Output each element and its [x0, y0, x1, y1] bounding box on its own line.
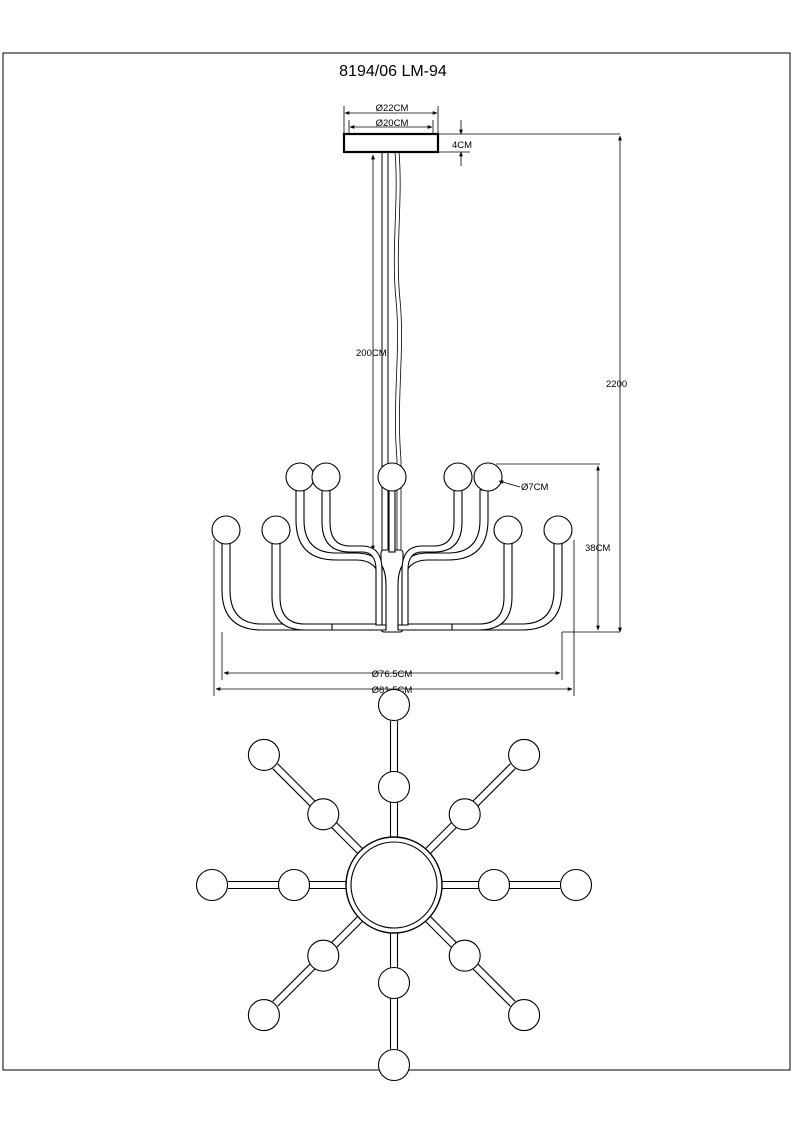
bulb: [307, 798, 340, 831]
side-elevation: Ø22CM Ø20CM 4CM 200CM 2200: [211, 103, 627, 696]
bulb: [247, 999, 280, 1032]
bulb: [448, 939, 481, 972]
drawing-title: 8194/06 LM-94: [339, 63, 447, 80]
bulb: [559, 868, 593, 902]
bulb: [543, 515, 573, 545]
rod-length-label: 200CM: [356, 348, 387, 359]
body-height-label: 38CM: [585, 543, 610, 554]
hub-inner-ring: [350, 841, 438, 929]
bulb: [493, 515, 523, 545]
bulb: [508, 738, 541, 771]
bulb-diameter-label: Ø7CM: [521, 482, 549, 493]
bulb: [285, 462, 315, 492]
bulb: [277, 868, 311, 902]
canopy-height-label: 4CM: [452, 140, 472, 151]
bulb: [307, 939, 340, 972]
total-height-label: 2200: [606, 379, 627, 390]
bulb: [473, 462, 503, 492]
bulb: [508, 999, 541, 1032]
bulb: [443, 462, 473, 492]
canopy-inner-label: Ø20CM: [376, 118, 409, 129]
bulb: [377, 1048, 411, 1082]
bulb: [261, 515, 291, 545]
canopy-outer-label: Ø22CM: [376, 103, 409, 114]
bulb: [477, 868, 511, 902]
bulb: [448, 798, 481, 831]
bulb: [195, 868, 229, 902]
inner-span-label: Ø76.5CM: [372, 669, 413, 680]
bulb: [211, 515, 241, 545]
canopy: [342, 132, 440, 154]
bulb: [311, 462, 341, 492]
arm-group: [221, 489, 563, 631]
top-view: [195, 688, 593, 1082]
bulb: [377, 688, 411, 722]
bulb: [377, 966, 411, 1000]
bulb: [377, 770, 411, 804]
bulb: [247, 738, 280, 771]
bulb: [377, 462, 407, 492]
